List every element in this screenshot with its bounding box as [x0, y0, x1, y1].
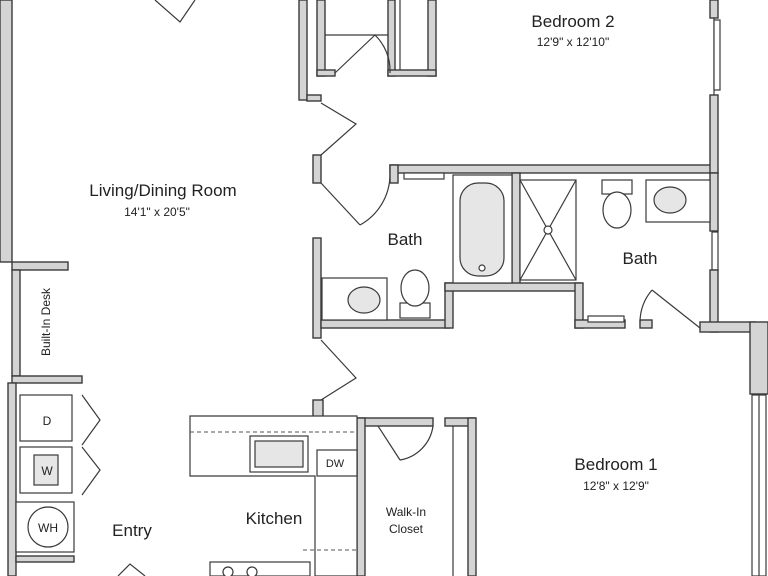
room-labels: Bedroom 2 12'9" x 12'10" Living/Dining R…	[89, 12, 657, 540]
entry-name: Entry	[112, 521, 152, 540]
water-heater-label: WH	[38, 521, 58, 535]
bath-right-name: Bath	[623, 249, 658, 268]
bedroom2-dims: 12'9" x 12'10"	[537, 35, 610, 49]
bedroom1-dims: 12'8" x 12'9"	[583, 479, 649, 493]
washer-label: W	[41, 464, 53, 478]
fixture-labels: Built-In Desk D W WH DW	[38, 287, 345, 535]
doors	[81, 0, 701, 576]
living-name: Living/Dining Room	[89, 181, 236, 200]
dishwasher-label: DW	[326, 458, 345, 470]
kitchen-name: Kitchen	[246, 509, 303, 528]
bedroom2-name: Bedroom 2	[531, 12, 614, 31]
fixtures	[15, 172, 711, 576]
built-in-desk-label: Built-In Desk	[39, 287, 53, 356]
walkin-line2: Closet	[389, 522, 424, 536]
walkin-line1: Walk-In	[386, 505, 426, 519]
bedroom1-name: Bedroom 1	[574, 455, 657, 474]
bath-left-name: Bath	[388, 230, 423, 249]
living-dims: 14'1" x 20'5"	[124, 205, 190, 219]
dryer-label: D	[43, 414, 52, 428]
